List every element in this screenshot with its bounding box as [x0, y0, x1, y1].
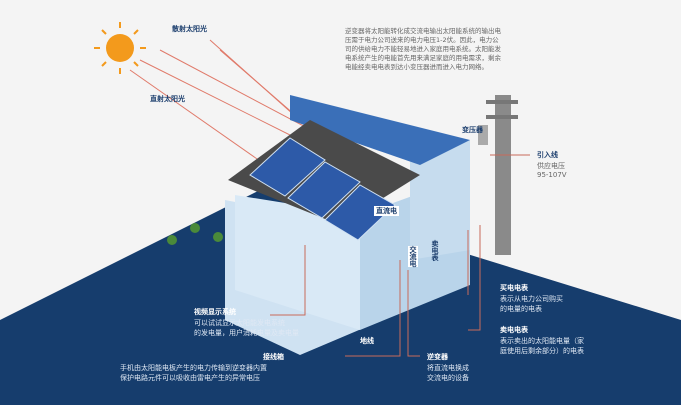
inverter-desc: 将直流电换成: [427, 364, 469, 372]
video-system-desc: 的发电量，用户消耗电量及卖电量: [194, 329, 299, 337]
scattered-light-label: 散射太阳光: [172, 25, 207, 33]
transformer-label: 变压器: [462, 126, 483, 134]
supply-label: 供应电压: [537, 162, 565, 170]
transformer-icon: [478, 125, 488, 145]
trees: [167, 223, 223, 245]
dc-label: 直流电: [374, 206, 399, 216]
leader-lines: [270, 154, 530, 357]
solar-panels: [249, 137, 396, 241]
utility-pole: [495, 95, 511, 255]
meter-label: 卖电表: [431, 240, 439, 261]
sell-meter-desc: 庭使用后剩余部分）的电表: [500, 347, 584, 355]
buy-meter-title: 买电电表: [500, 284, 528, 292]
sell-meter-desc: 表示卖出的太阳能电量（家: [500, 337, 584, 345]
inverter-desc: 交流电的设备: [427, 374, 469, 382]
junction-box-title: 接线箱: [263, 353, 284, 361]
buy-meter-desc: 的电量的电表: [500, 305, 542, 313]
intro-text: 逆变器将太阳能转化成交流电输出太阳能系统的输出电压需于电力公司送来的电力电压1-…: [345, 27, 501, 71]
inlet-label: 引入线: [537, 151, 558, 159]
junction-box-desc: 手机由太阳能电板产生的电力传输到逆变器内置: [120, 364, 267, 372]
upper-roof: [290, 95, 470, 165]
ground-wire-label: 地线: [360, 337, 374, 345]
buy-meter-desc: 表示从电力公司购买: [500, 295, 563, 303]
video-system-title: 视频显示系统: [194, 308, 236, 316]
ac-label: 交流电: [408, 246, 418, 267]
inverter-title: 逆变器: [427, 353, 448, 361]
sun-icon: [94, 22, 146, 74]
sell-meter-title: 卖电电表: [500, 326, 528, 334]
video-system-desc: 可以试试显示太阳能发电系统: [194, 319, 285, 327]
junction-box-desc: 保护电路元件可以吸收由雷电产生的异常电压: [120, 374, 260, 382]
voltage-label: 95-107V: [537, 171, 567, 179]
direct-light-label: 直射太阳光: [150, 95, 185, 103]
